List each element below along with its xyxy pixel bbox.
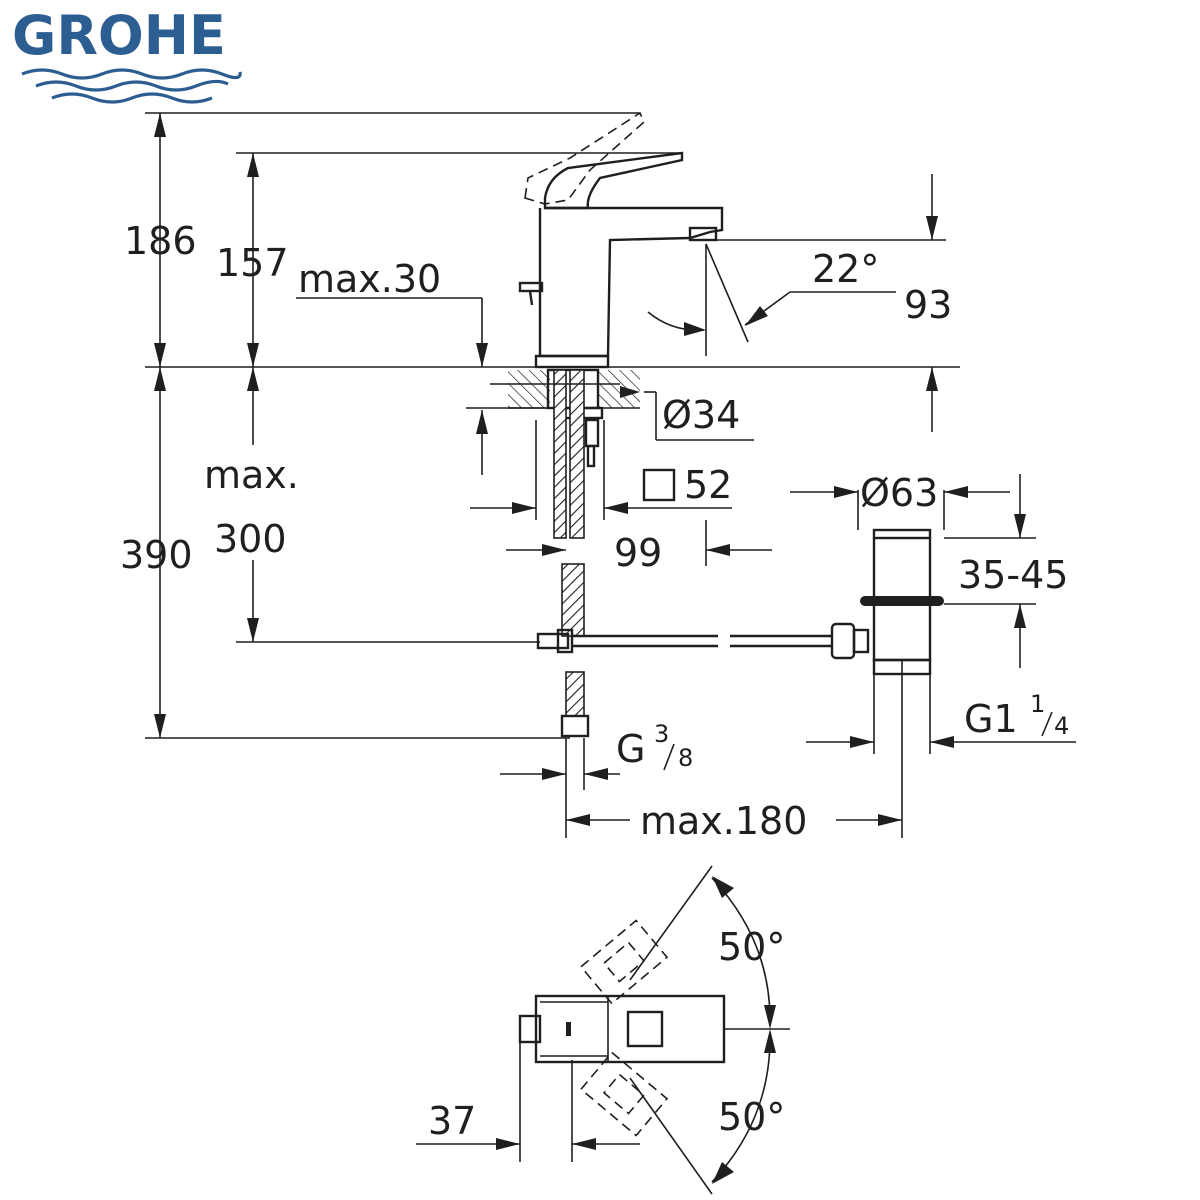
dim-rotation-top: 50° [718,925,785,969]
dim-spout-reach: 93 [904,283,952,327]
dim-waste-thread-main: G1 [964,697,1018,741]
waste-assembly: Ø63 35-45 G1 1 4 [730,471,1076,838]
dim-waste-thread-num: 1 [1030,690,1045,718]
dim-max-label: max. [204,453,299,497]
dim-base-square: 52 [684,463,732,507]
dim-supply-thread-main: G [616,727,645,771]
dim-waste-thread-den: 4 [1054,712,1069,740]
height-dimensions: 186 157 390 max. 300 max.30 [120,112,960,739]
brand-name: GROHE [12,4,226,67]
grohe-logo: GROHE [12,4,242,104]
dim-spout-angle: 22° [812,247,879,291]
faucet-side-view [518,111,724,369]
deck-section: Ø34 52 99 G 3 8 [470,368,772,790]
dim-deck-thickness: max.30 [298,257,441,301]
dim-supply-thread-den: 8 [678,744,693,772]
dim-max-value: 300 [214,517,287,561]
spout-angle: 22° 93 [647,174,952,432]
dim-hole-diameter: Ø34 [662,393,740,437]
dim-waste-diameter: Ø63 [860,471,938,515]
dim-max-180: max.180 [640,799,807,843]
dim-rotation-bottom: 50° [718,1095,785,1139]
dim-max-180-group: max.180 [565,790,902,843]
dim-supply-thread-num: 3 [654,720,669,748]
dim-below-deck: 390 [120,533,193,577]
faucet-top-view: 50° 50° 37 [416,865,790,1195]
square-icon [642,468,676,502]
dim-offset-99: 99 [614,531,662,575]
dim-total-height: 186 [124,219,197,263]
dim-waste-range: 35-45 [958,553,1068,597]
dim-lever-offset: 37 [428,1099,476,1143]
water-waves-icon [21,68,242,104]
dim-spout-height: 157 [216,241,289,285]
